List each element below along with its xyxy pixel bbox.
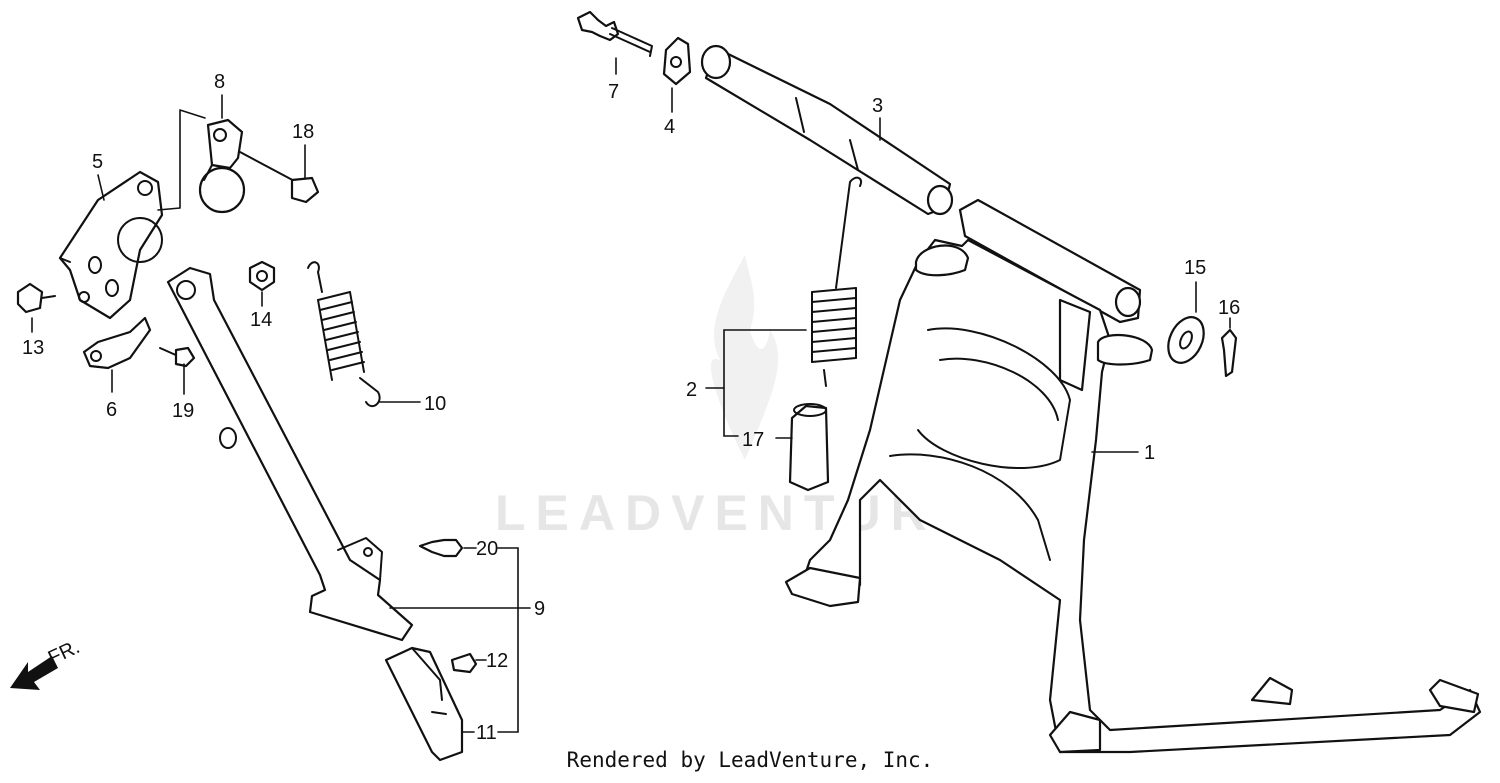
callout-9: 9 <box>534 598 545 620</box>
callout-3: 3 <box>872 95 883 117</box>
part-11-rubber-pad[interactable] <box>384 646 464 762</box>
callout-8: 8 <box>214 71 225 93</box>
part-4-clip[interactable] <box>662 36 692 86</box>
part-3-shaft[interactable] <box>700 44 954 216</box>
watermark-logo <box>710 255 779 460</box>
callout-7: 7 <box>608 81 619 103</box>
part-15-washer[interactable] <box>1161 311 1210 368</box>
part-14-nut[interactable] <box>248 260 276 292</box>
part-18-bolt[interactable] <box>239 151 320 204</box>
part-9-side-stand[interactable] <box>166 266 414 642</box>
callout-2: 2 <box>686 379 697 401</box>
part-10-spring[interactable] <box>307 261 381 408</box>
part-16-cotter-pin[interactable] <box>1220 328 1238 378</box>
callout-16: 16 <box>1218 297 1240 319</box>
part-19-bolt[interactable] <box>159 346 196 368</box>
part-12-stopper[interactable] <box>450 652 478 674</box>
callout-11: 11 <box>476 722 497 744</box>
callout-4: 4 <box>664 116 675 138</box>
part-20-bolt[interactable] <box>418 538 464 558</box>
part-6-clip[interactable] <box>82 316 152 370</box>
callout-12: 12 <box>486 650 508 672</box>
callout-6: 6 <box>106 399 117 421</box>
callout-20: 20 <box>476 538 498 560</box>
part-13-nut[interactable] <box>16 282 56 314</box>
callout-13: 13 <box>22 337 44 359</box>
watermark-text: LEADVENTURE <box>495 485 980 541</box>
part-8-plate[interactable] <box>198 118 246 214</box>
callout-14: 14 <box>250 309 272 331</box>
callout-17: 17 <box>742 429 764 451</box>
part-1-main-stand[interactable] <box>784 198 1482 754</box>
part-7-bolt[interactable] <box>576 10 653 57</box>
part-5-bracket[interactable] <box>58 170 164 320</box>
callout-1: 1 <box>1144 442 1155 464</box>
footer-credit: Rendered by LeadVenture, Inc. <box>566 748 934 772</box>
callout-19: 19 <box>172 400 194 422</box>
part-2-spring[interactable] <box>811 176 862 387</box>
part-17-collar[interactable] <box>788 403 830 492</box>
front-arrow-icon <box>10 656 58 690</box>
callout-18: 18 <box>292 121 314 143</box>
callout-10: 10 <box>424 393 446 415</box>
callout-15: 15 <box>1184 257 1206 279</box>
callout-5: 5 <box>92 151 103 173</box>
